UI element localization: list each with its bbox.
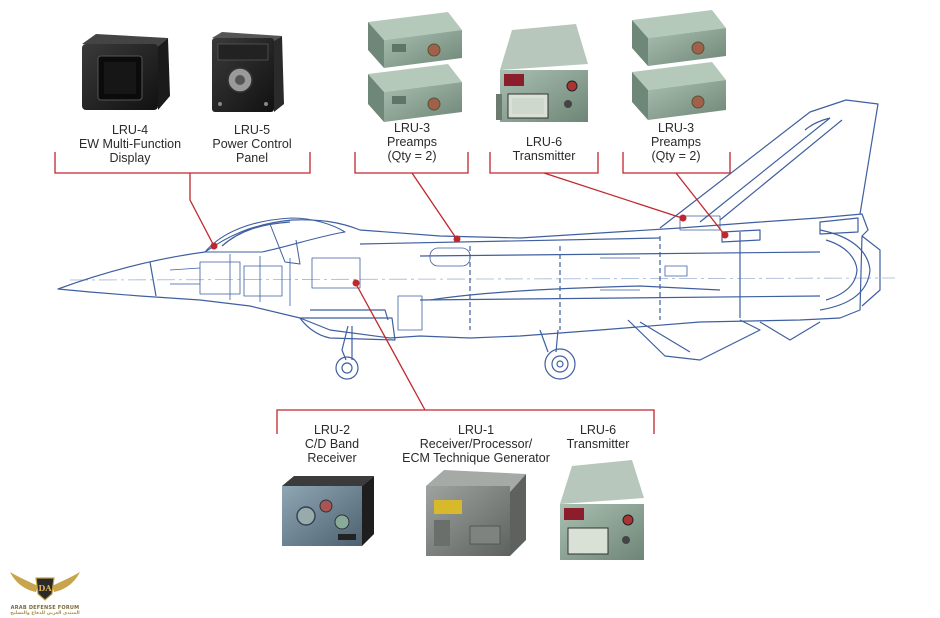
label-lru4: LRU-4 EW Multi-Function Display <box>60 123 200 165</box>
lru4-display-image <box>82 34 170 110</box>
logo-emblem-text: DA <box>38 583 52 593</box>
lru2-receiver-image <box>282 476 374 546</box>
label-lru6-top-id: LRU-6 <box>525 135 563 149</box>
label-lru1-line3: ECM Technique Generator <box>402 451 550 465</box>
label-lru3-right-line3: (Qty = 2) <box>651 149 701 163</box>
label-lru6-top: LRU-6 Transmitter <box>494 135 594 163</box>
label-lru6-bottom-id: LRU-6 <box>579 423 617 437</box>
label-lru1-line2: Receiver/Processor/ <box>419 437 533 451</box>
label-lru2: LRU-2 C/D Band Receiver <box>282 423 382 465</box>
callout-dot-lru4 <box>210 242 218 250</box>
label-lru5: LRU-5 Power Control Panel <box>196 123 308 165</box>
lru3-left-preamps-image <box>368 12 462 122</box>
callout-dot-lru6-top <box>679 214 687 222</box>
label-lru4-id: LRU-4 <box>111 123 149 137</box>
label-lru3-left-id: LRU-3 <box>393 121 431 135</box>
label-lru5-id: LRU-5 <box>233 123 271 137</box>
lru1-processor-image <box>426 470 526 556</box>
label-lru1-id: LRU-1 <box>457 423 495 437</box>
label-lru3-left-line3: (Qty = 2) <box>387 149 437 163</box>
lru6-bottom-transmitter-image <box>560 460 644 560</box>
label-lru3-right-line2: Preamps <box>650 135 702 149</box>
label-lru6-bottom-line2: Transmitter <box>566 437 630 451</box>
lru6-top-transmitter-image <box>496 24 588 122</box>
callout-dot-lru2 <box>352 279 360 287</box>
aircraft-outline <box>57 99 896 380</box>
label-lru2-line3: Receiver <box>307 451 357 465</box>
lru3-right-preamps-image <box>632 10 726 120</box>
arab-defense-forum-logo: DA ARAB DEFENSE FORUM المنتدى العربي للد… <box>6 562 84 616</box>
label-lru4-line3: Display <box>109 151 151 165</box>
logo-text-en: ARAB DEFENSE FORUM <box>10 605 80 611</box>
label-lru5-line2: Power Control <box>212 137 292 151</box>
label-lru1: LRU-1 Receiver/Processor/ ECM Technique … <box>396 423 556 465</box>
label-lru2-id: LRU-2 <box>313 423 351 437</box>
eagle-emblem-icon: DA <box>10 572 80 601</box>
label-lru3-right: LRU-3 Preamps (Qty = 2) <box>626 121 726 163</box>
callout-lines <box>54 152 731 434</box>
callout-dot-lru3-right <box>721 231 729 239</box>
label-lru3-left-line2: Preamps <box>386 135 438 149</box>
label-lru3-right-id: LRU-3 <box>657 121 695 135</box>
callout-dot-lru3-left <box>453 235 461 243</box>
label-lru2-line2: C/D Band <box>304 437 360 451</box>
label-lru5-line3: Panel <box>236 151 268 165</box>
callout-dots <box>210 214 729 287</box>
logo-text-ar: المنتدى العربي للدفاع والتسليح <box>10 611 80 616</box>
label-lru4-line2: EW Multi-Function <box>78 137 182 151</box>
lru5-power-panel-image <box>212 32 284 112</box>
label-lru3-left: LRU-3 Preamps (Qty = 2) <box>362 121 462 163</box>
label-lru6-bottom: LRU-6 Transmitter <box>548 423 648 451</box>
label-lru6-top-line2: Transmitter <box>512 149 576 163</box>
